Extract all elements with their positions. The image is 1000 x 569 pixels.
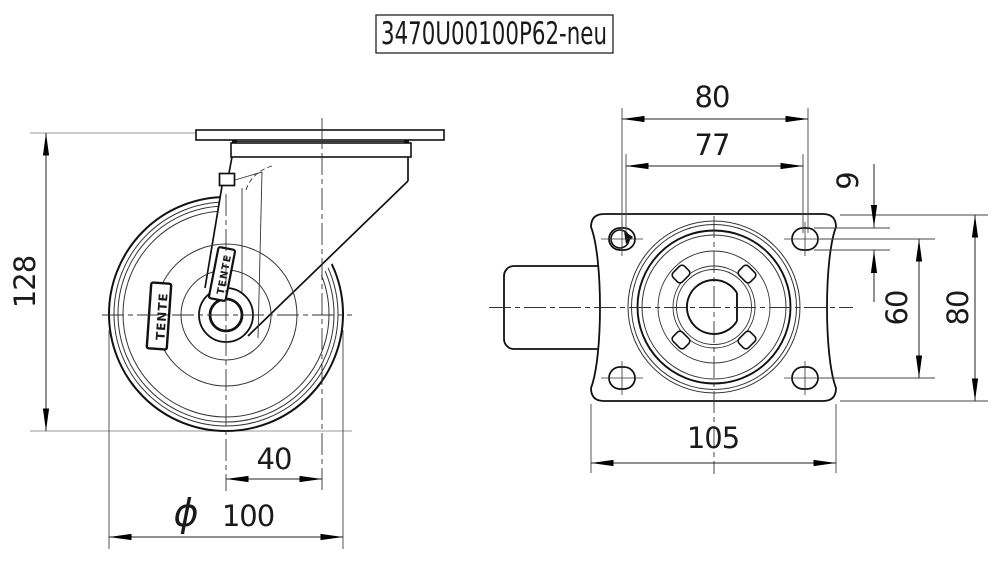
part-number: 3470U00100P62-neu bbox=[381, 16, 607, 52]
dim-plate-depth: 80 bbox=[941, 215, 979, 401]
top-view-centerlines bbox=[489, 216, 853, 474]
dim-plate-width: 105 bbox=[591, 421, 836, 467]
brand-text-hub: TENTE bbox=[153, 292, 170, 341]
dim-80-top-value: 80 bbox=[695, 80, 730, 114]
fork-front-edge bbox=[204, 185, 223, 289]
top-view: 80 77 9 60 80 105 bbox=[489, 80, 988, 474]
dim-offset-value: 40 bbox=[257, 442, 292, 476]
dim-9-value: 9 bbox=[831, 172, 865, 189]
side-view: TENTE TENTE 128 40 ϕ 100 bbox=[8, 118, 445, 549]
side-view-centerlines bbox=[102, 118, 352, 491]
dim-105-value: 105 bbox=[687, 421, 739, 455]
diameter-symbol: ϕ bbox=[173, 491, 198, 535]
bolt-holes bbox=[601, 222, 826, 395]
title-box bbox=[375, 14, 614, 54]
brand-logo-fork: TENTE bbox=[207, 246, 237, 302]
dim-diameter-value: 100 bbox=[222, 499, 274, 533]
dim-height-value: 128 bbox=[8, 256, 42, 308]
dim-swivel-offset: 40 bbox=[226, 442, 322, 483]
extension-lines bbox=[590, 108, 988, 473]
dim-wheel-diameter: ϕ 100 bbox=[108, 330, 344, 549]
dim-hole-spacing-inner: 77 bbox=[626, 128, 803, 170]
hidden-dome-edge bbox=[245, 165, 273, 191]
title-block: 3470U00100P62-neu bbox=[375, 14, 614, 54]
dim-77-value: 77 bbox=[695, 128, 730, 162]
dim-hole-spacing-vert: 60 bbox=[880, 239, 923, 378]
dim-overall-height: 128 bbox=[8, 133, 50, 431]
kingpin-hole bbox=[686, 279, 738, 335]
swivel-fork bbox=[203, 156, 409, 347]
dim-hole-spacing-outer: 80 bbox=[622, 80, 808, 123]
fork-back-edge bbox=[247, 180, 409, 337]
swivel-head bbox=[230, 142, 412, 158]
raceway-slots bbox=[671, 264, 757, 350]
dim-hole-width: 9 bbox=[831, 164, 878, 302]
plate-edge-view bbox=[195, 129, 445, 158]
dim-80-side-value: 80 bbox=[941, 291, 975, 326]
fork-tab bbox=[218, 172, 236, 187]
brand-logo-hub: TENTE bbox=[145, 281, 173, 351]
dim-60-value: 60 bbox=[880, 291, 914, 326]
